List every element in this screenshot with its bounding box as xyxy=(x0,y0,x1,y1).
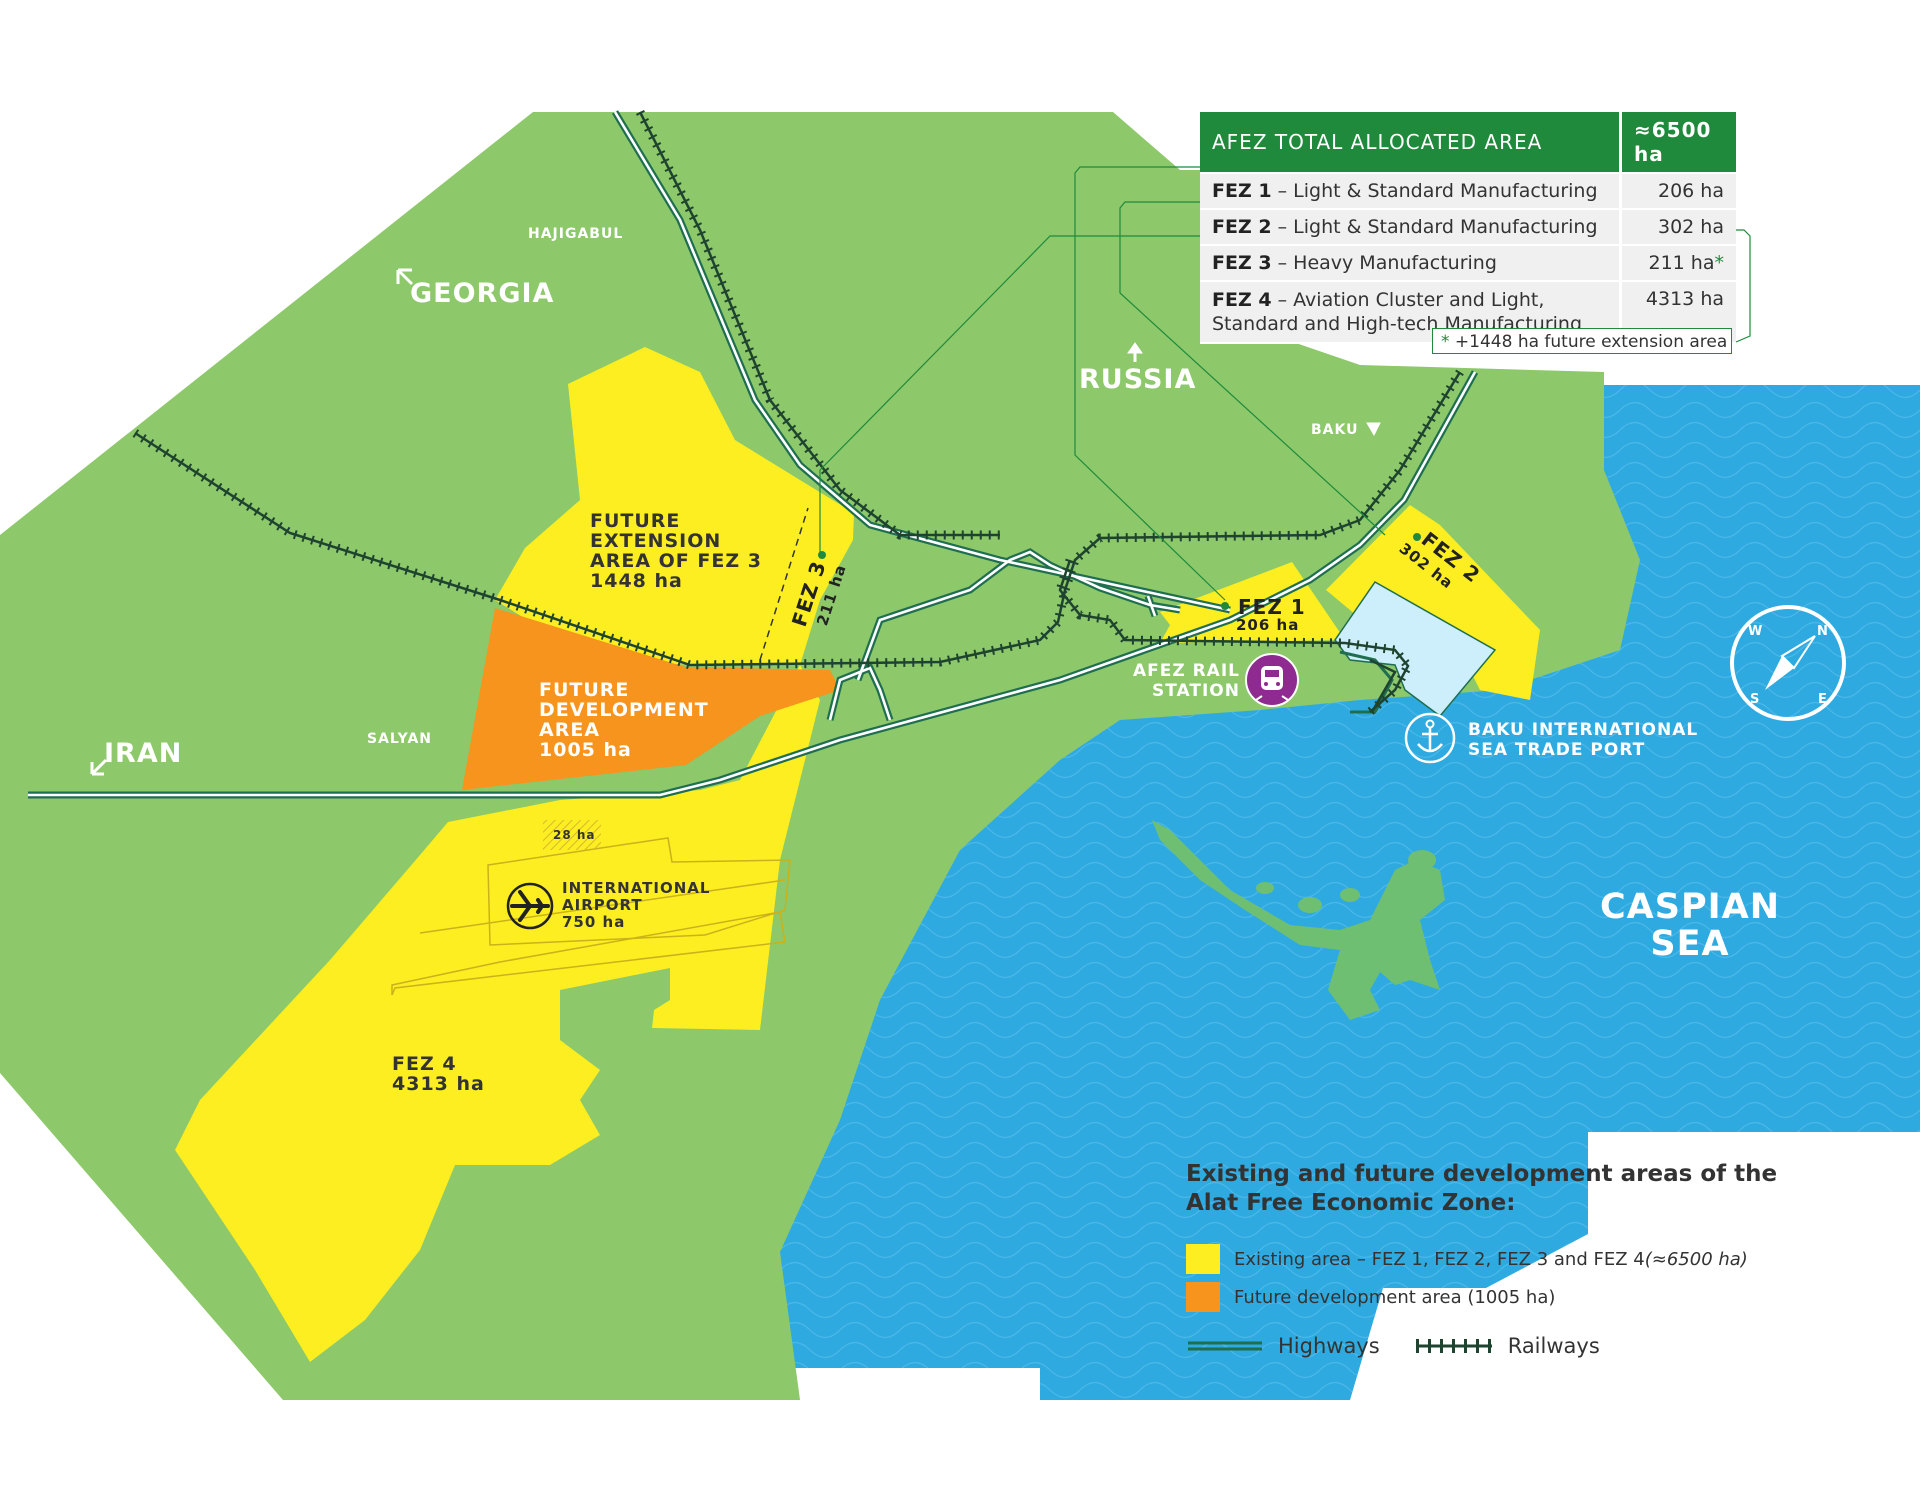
label-georgia: GEORGIA xyxy=(410,278,554,309)
airport-line-3: 750 ha xyxy=(562,913,625,931)
fez1-size: 206 ha xyxy=(1236,616,1299,634)
compass-e: E xyxy=(1818,692,1828,707)
label-sea: SEA xyxy=(1650,924,1729,964)
highway-symbol xyxy=(1188,1341,1262,1351)
fez3-ext-line-2: EXTENSION xyxy=(590,530,721,552)
airplane-icon xyxy=(506,882,554,930)
small-area-28ha xyxy=(543,820,601,850)
airport-label: INTERNATIONAL AIRPORT 750 ha xyxy=(562,879,710,931)
row-desc: – Light & Standard Manufacturing xyxy=(1271,216,1598,238)
legend-highways-label: Highways xyxy=(1278,1334,1380,1358)
row-name: FEZ 3 xyxy=(1212,252,1272,274)
row-value: 206 ha xyxy=(1619,173,1736,210)
label-iran: IRAN xyxy=(104,738,182,769)
row-name: FEZ 2 xyxy=(1212,216,1272,238)
row-name: FEZ 4 xyxy=(1212,289,1272,311)
footnote-mark: * xyxy=(1441,332,1450,352)
airport-line-1: INTERNATIONAL xyxy=(562,879,710,897)
airport-outline xyxy=(391,837,791,996)
table-row: FEZ 3 – Heavy Manufacturing 211 ha* xyxy=(1200,245,1736,282)
fez3-extension-label: FUTURE EXTENSION AREA OF FEZ 3 1448 ha xyxy=(590,510,762,592)
future-development-label: FUTURE DEVELOPMENT AREA 1005 ha xyxy=(539,679,709,761)
row-desc: – Heavy Manufacturing xyxy=(1271,252,1497,274)
legend-swatch-existing xyxy=(1186,1244,1220,1274)
railways xyxy=(132,109,1464,716)
future-dev-line-3: AREA xyxy=(539,719,600,741)
future-dev-line-1: FUTURE xyxy=(539,679,629,701)
anchor-icon xyxy=(1404,712,1456,764)
legend-lines: Highways Railways xyxy=(1186,1334,1826,1358)
compass-s: S xyxy=(1750,692,1760,707)
label-baku: BAKU xyxy=(1311,422,1358,438)
fez3-ext-line-1: FUTURE xyxy=(590,510,680,532)
fez3-boundary xyxy=(759,507,809,661)
allocation-table: AFEZ TOTAL ALLOCATED AREA ≈6500 ha FEZ 1… xyxy=(1200,112,1736,344)
table-header: AFEZ TOTAL ALLOCATED AREA ≈6500 ha xyxy=(1200,112,1736,174)
compass-icon: N E S W xyxy=(1730,605,1846,721)
rail-station-label: AFEZ RAIL STATION xyxy=(1133,661,1240,701)
compass-w: W xyxy=(1748,624,1763,639)
small-area-label: 28 ha xyxy=(553,828,596,842)
sea-island xyxy=(1152,820,1445,1020)
row-mark: * xyxy=(1714,252,1725,274)
rail-station-line-1: AFEZ RAIL xyxy=(1133,661,1240,681)
table-header-value: ≈6500 ha xyxy=(1619,112,1736,174)
table-row: FEZ 2 – Light & Standard Manufacturing 3… xyxy=(1200,209,1736,246)
railway-symbol xyxy=(1415,1339,1492,1353)
leader-lines xyxy=(819,166,1751,601)
legend: Existing and future development areas of… xyxy=(1186,1160,1826,1358)
label-caspian: CASPIAN xyxy=(1600,887,1780,927)
sea-port-line-1: BAKU INTERNATIONAL xyxy=(1468,720,1698,740)
leader-dots xyxy=(818,533,1421,610)
future-dev-line-4: 1005 ha xyxy=(539,739,632,761)
row-name: FEZ 1 xyxy=(1212,180,1272,202)
future-development-area xyxy=(462,608,840,790)
table-row: FEZ 4 – Aviation Cluster and Light, Stan… xyxy=(1200,281,1736,344)
label-russia: RUSSIA xyxy=(1079,364,1196,395)
row-value: 211 ha xyxy=(1648,252,1715,274)
footnote-text: +1448 ha future extension area xyxy=(1449,332,1728,352)
fez4-name: FEZ 4 xyxy=(392,1053,457,1075)
legend-existing-label: Existing area – FEZ 1, FEZ 2, FEZ 3 and … xyxy=(1234,1248,1645,1270)
legend-item-existing: Existing area – FEZ 1, FEZ 2, FEZ 3 and … xyxy=(1186,1244,1826,1274)
fez3-ext-line-4: 1448 ha xyxy=(590,570,683,592)
label-salyan: SALYAN xyxy=(367,731,432,747)
legend-item-future: Future development area (1005 ha) xyxy=(1186,1282,1826,1312)
future-dev-line-2: DEVELOPMENT xyxy=(539,699,709,721)
compass-n: N xyxy=(1817,624,1829,639)
train-icon xyxy=(1245,653,1299,707)
label-hajigabul: HAJIGABUL xyxy=(528,226,623,242)
legend-existing-note: (≈6500 ha) xyxy=(1644,1248,1748,1270)
extension-footnote: * +1448 ha future extension area xyxy=(1432,328,1732,354)
legend-title: Existing and future development areas of… xyxy=(1186,1161,1778,1216)
fez3-extension-area xyxy=(495,347,854,665)
table-header-label: AFEZ TOTAL ALLOCATED AREA xyxy=(1200,112,1621,174)
row-value: 302 ha xyxy=(1619,209,1736,246)
row-desc: – Light & Standard Manufacturing xyxy=(1271,180,1598,202)
legend-future-label: Future development area (1005 ha) xyxy=(1234,1286,1556,1308)
fez3-ext-line-3: AREA OF FEZ 3 xyxy=(590,550,762,572)
fez1-name: FEZ 1 xyxy=(1238,595,1306,619)
rail-station-line-2: STATION xyxy=(1152,681,1240,701)
legend-railways-label: Railways xyxy=(1507,1334,1600,1358)
sea-port-line-2: SEA TRADE PORT xyxy=(1468,740,1645,760)
airport-line-2: AIRPORT xyxy=(562,896,643,914)
legend-swatch-future xyxy=(1186,1282,1220,1312)
fez4-size: 4313 ha xyxy=(392,1073,485,1095)
arrow-icon xyxy=(90,268,1381,776)
highways xyxy=(28,110,1479,799)
sea-port-label: BAKU INTERNATIONAL SEA TRADE PORT xyxy=(1468,720,1698,760)
table-row: FEZ 1 – Light & Standard Manufacturing 2… xyxy=(1200,173,1736,210)
